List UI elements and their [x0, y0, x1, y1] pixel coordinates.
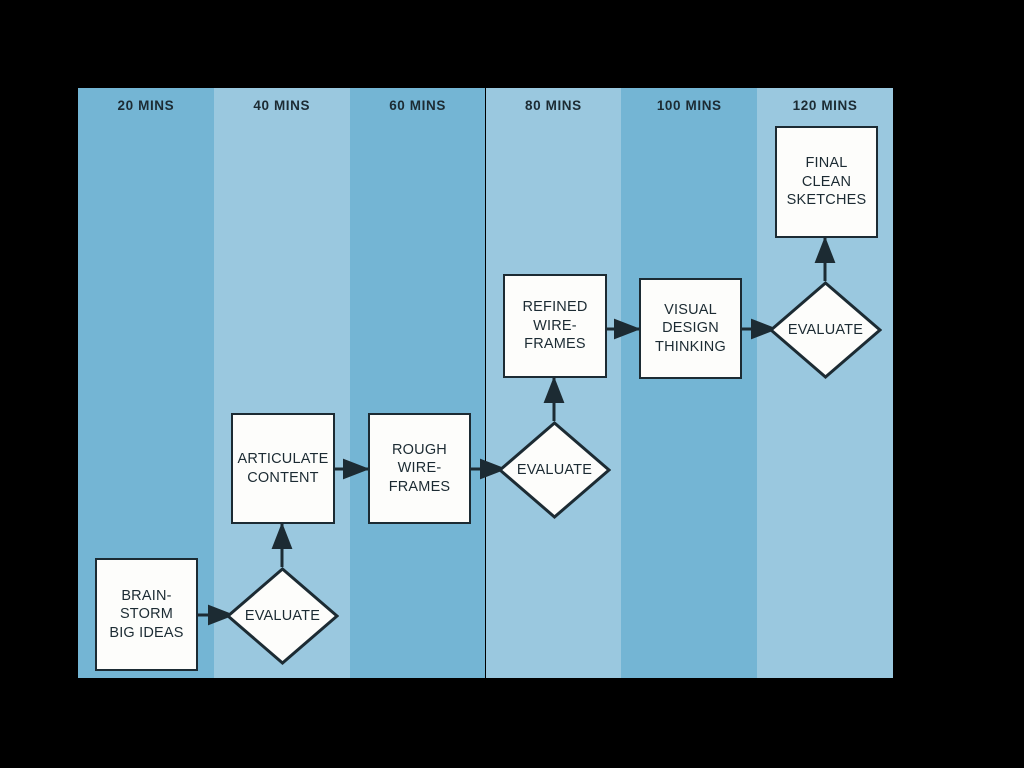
lane-label-80-mins: 80 MINS: [525, 98, 582, 113]
swimlane-chart: 20 MINS 40 MINS 60 MINS 80 MINS 100 MINS…: [78, 88, 893, 678]
node-visual-design-thinking-label: VISUAL DESIGN THINKING: [655, 301, 726, 355]
lane-label-100-mins: 100 MINS: [656, 98, 722, 113]
node-brainstorm-big-ideas-label: BRAIN- STORM BIG IDEAS: [109, 587, 184, 641]
node-final-clean-sketches-label: FINAL CLEAN SKETCHES: [786, 155, 867, 209]
node-articulate-content[interactable]: ARTICULATE CONTENT: [231, 413, 335, 524]
node-evaluate-1-label: EVALUATE: [244, 607, 321, 624]
swimlane-100-mins: 100 MINS: [621, 88, 758, 678]
swimlane-60-mins: 60 MINS: [349, 88, 486, 678]
node-rough-wireframes[interactable]: ROUGH WIRE- FRAMES: [368, 413, 471, 524]
node-refined-wireframes-label: REFINED WIRE- FRAMES: [522, 299, 588, 353]
node-brainstorm-big-ideas[interactable]: BRAIN- STORM BIG IDEAS: [95, 558, 198, 671]
node-evaluate-2-label: EVALUATE: [516, 461, 593, 478]
node-rough-wireframes-label: ROUGH WIRE- FRAMES: [388, 441, 451, 495]
swimlane-80-mins: 80 MINS: [485, 88, 622, 678]
node-refined-wireframes[interactable]: REFINED WIRE- FRAMES: [503, 274, 607, 378]
lane-label-120-mins: 120 MINS: [792, 98, 858, 113]
node-visual-design-thinking[interactable]: VISUAL DESIGN THINKING: [639, 278, 742, 379]
lane-label-40-mins: 40 MINS: [253, 98, 311, 113]
node-evaluate-3[interactable]: EVALUATE: [769, 281, 882, 379]
node-evaluate-1[interactable]: EVALUATE: [226, 567, 339, 665]
node-evaluate-3-label: EVALUATE: [787, 321, 864, 338]
diamond-shape-icon: [769, 281, 882, 379]
lane-label-60-mins: 60 MINS: [389, 98, 446, 113]
diamond-shape-icon: [226, 567, 339, 665]
diamond-shape-icon: [498, 421, 611, 519]
lane-label-20-mins: 20 MINS: [117, 98, 175, 113]
node-articulate-content-label: ARTICULATE CONTENT: [237, 450, 329, 486]
node-final-clean-sketches[interactable]: FINAL CLEAN SKETCHES: [775, 126, 878, 238]
node-evaluate-2[interactable]: EVALUATE: [498, 421, 611, 519]
